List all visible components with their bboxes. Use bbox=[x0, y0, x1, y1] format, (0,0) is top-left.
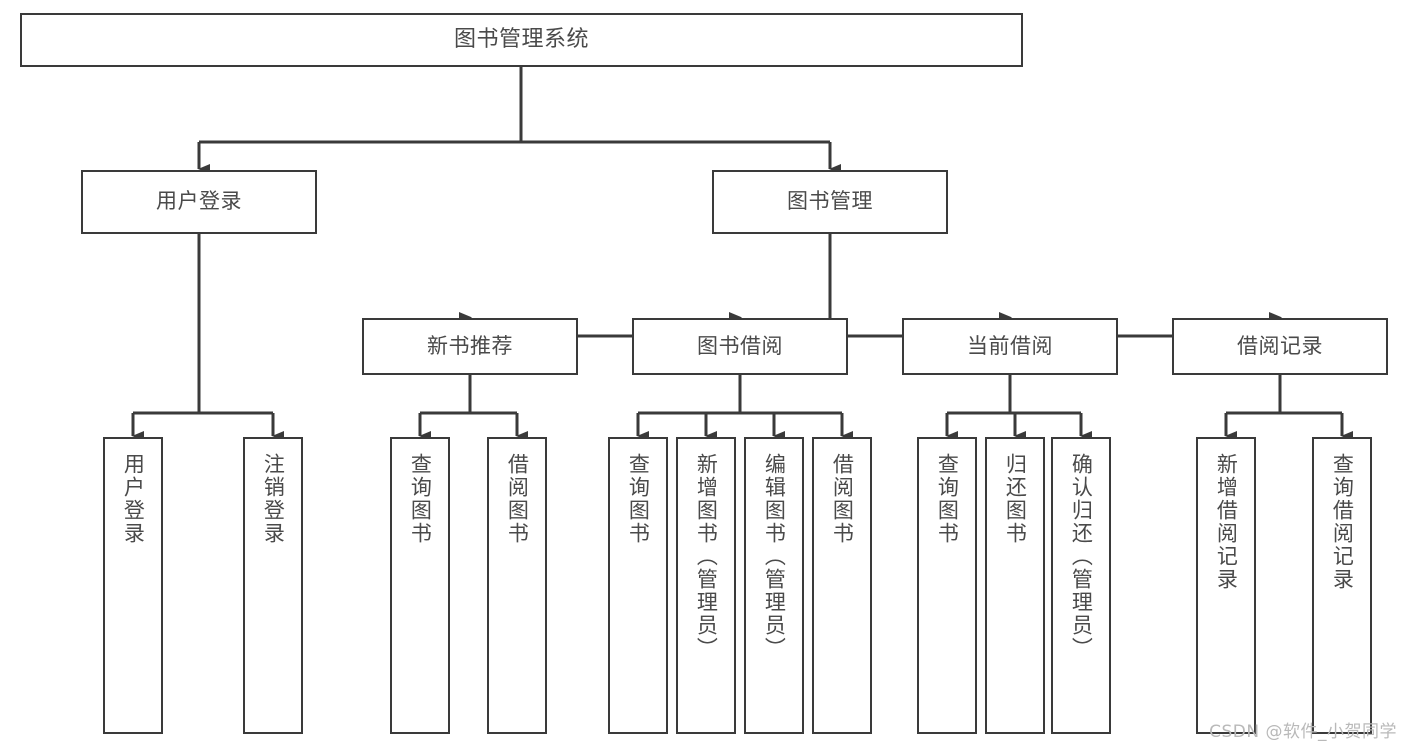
node-leaf-confirm-return-label: 确认归还（管理员） bbox=[1069, 453, 1094, 660]
node-leaf-query-book-1[interactable]: 查询图书 bbox=[390, 437, 450, 734]
node-new-book-recommend[interactable]: 新书推荐 bbox=[362, 318, 578, 375]
node-leaf-add-borrow-record-label: 新增借阅记录 bbox=[1214, 453, 1239, 591]
node-leaf-return-book-label: 归还图书 bbox=[1003, 453, 1028, 545]
node-leaf-add-book-label: 新增图书（管理员） bbox=[694, 453, 719, 660]
node-leaf-return-book[interactable]: 归还图书 bbox=[985, 437, 1045, 734]
node-leaf-query-book-3[interactable]: 查询图书 bbox=[917, 437, 977, 734]
node-root[interactable]: 图书管理系统 bbox=[20, 13, 1023, 67]
watermark-text: CSDN @软件_小贺同学 bbox=[1209, 722, 1397, 742]
node-book-manage[interactable]: 图书管理 bbox=[712, 170, 948, 234]
node-borrow-record-label: 借阅记录 bbox=[1237, 333, 1323, 358]
node-leaf-query-borrow-record-label: 查询借阅记录 bbox=[1330, 453, 1355, 591]
node-book-borrow[interactable]: 图书借阅 bbox=[632, 318, 848, 375]
node-leaf-user-login-label: 用户登录 bbox=[121, 453, 146, 545]
node-leaf-query-book-2[interactable]: 查询图书 bbox=[608, 437, 668, 734]
node-book-manage-label: 图书管理 bbox=[787, 189, 873, 214]
node-leaf-add-borrow-record[interactable]: 新增借阅记录 bbox=[1196, 437, 1256, 734]
node-root-label: 图书管理系统 bbox=[453, 26, 589, 52]
node-leaf-user-login[interactable]: 用户登录 bbox=[103, 437, 163, 734]
node-user-login[interactable]: 用户登录 bbox=[81, 170, 317, 234]
node-leaf-borrow-book-2-label: 借阅图书 bbox=[830, 453, 855, 545]
node-leaf-edit-book[interactable]: 编辑图书（管理员） bbox=[744, 437, 804, 734]
node-book-borrow-label: 图书借阅 bbox=[697, 333, 783, 358]
node-leaf-logout-label: 注销登录 bbox=[261, 453, 286, 545]
node-leaf-query-borrow-record[interactable]: 查询借阅记录 bbox=[1312, 437, 1372, 734]
node-user-login-label: 用户登录 bbox=[156, 189, 242, 214]
node-leaf-edit-book-label: 编辑图书（管理员） bbox=[762, 453, 787, 660]
node-leaf-borrow-book-1[interactable]: 借阅图书 bbox=[487, 437, 547, 734]
node-leaf-confirm-return[interactable]: 确认归还（管理员） bbox=[1051, 437, 1111, 734]
node-leaf-add-book[interactable]: 新增图书（管理员） bbox=[676, 437, 736, 734]
node-borrow-record[interactable]: 借阅记录 bbox=[1172, 318, 1388, 375]
node-new-book-recommend-label: 新书推荐 bbox=[427, 333, 513, 358]
node-leaf-borrow-book-2[interactable]: 借阅图书 bbox=[812, 437, 872, 734]
node-leaf-query-book-3-label: 查询图书 bbox=[935, 453, 960, 545]
node-leaf-query-book-1-label: 查询图书 bbox=[408, 453, 433, 545]
node-current-borrow[interactable]: 当前借阅 bbox=[902, 318, 1118, 375]
node-leaf-query-book-2-label: 查询图书 bbox=[626, 453, 651, 545]
node-leaf-logout[interactable]: 注销登录 bbox=[243, 437, 303, 734]
node-current-borrow-label: 当前借阅 bbox=[967, 333, 1053, 358]
node-leaf-borrow-book-1-label: 借阅图书 bbox=[505, 453, 530, 545]
